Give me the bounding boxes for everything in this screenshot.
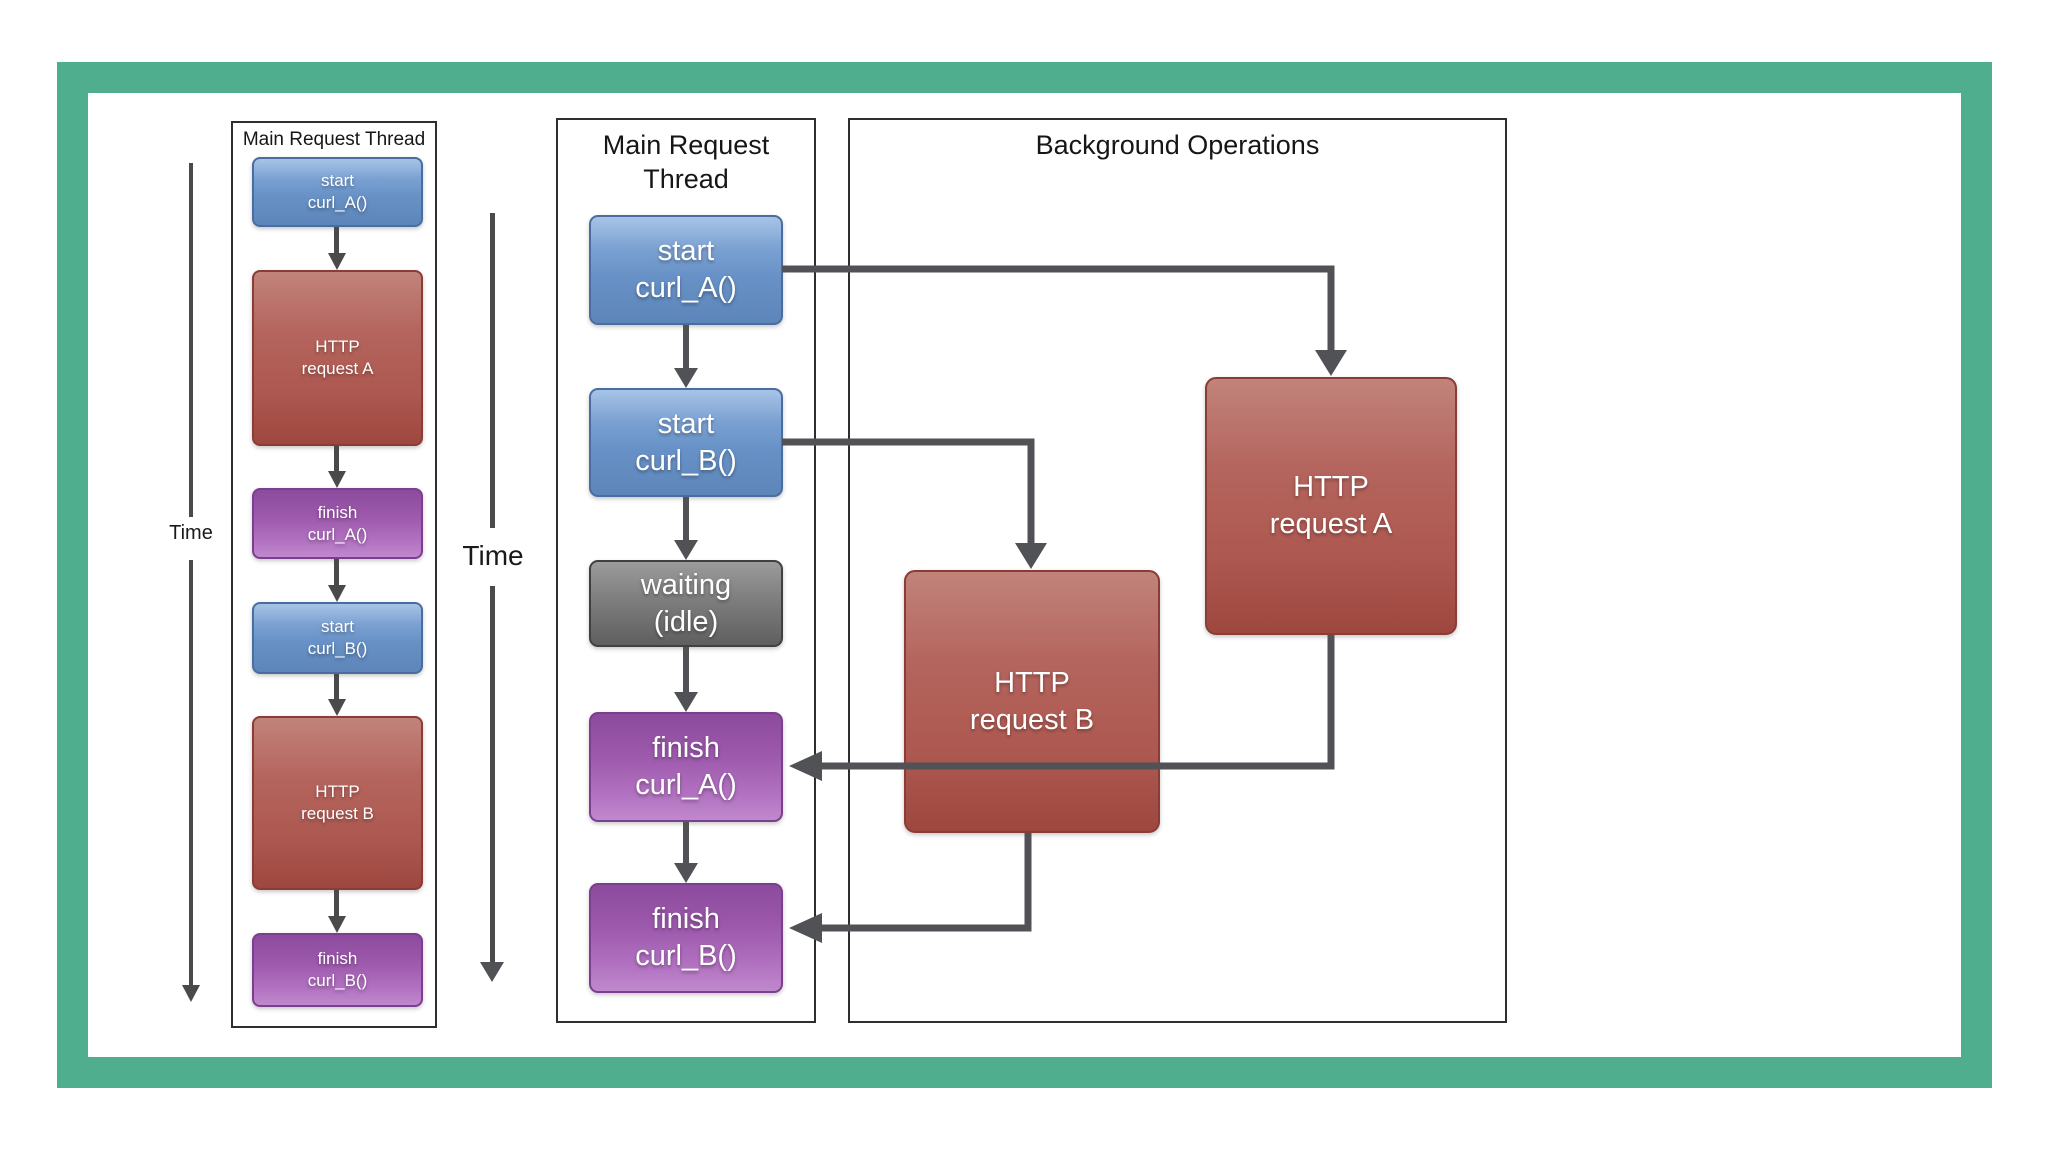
green-border-frame: [57, 62, 1992, 1088]
down-arrowhead-icon: [328, 253, 346, 270]
node-label-line2: request B: [301, 804, 374, 823]
down-arrowhead-icon: [328, 471, 346, 488]
time-axis-middle-arrowhead: [480, 962, 504, 982]
background-node-http-request-a: HTTP request A: [1205, 377, 1457, 635]
node-label-line1: HTTP: [1293, 471, 1369, 503]
node-label-line2: curl_B(): [307, 639, 368, 658]
down-arrow-connector: [683, 647, 689, 693]
sync-node-http-request-a: HTTP request A: [252, 270, 423, 446]
down-arrow-connector: [334, 446, 339, 473]
node-label-line2: curl_B(): [635, 940, 737, 972]
main-thread-title-line2: Thread: [643, 164, 729, 194]
time-axis-middle-line-bottom: [490, 586, 495, 962]
node-label-line1: start: [657, 407, 715, 440]
node-label-line2: curl_A(): [635, 769, 737, 801]
time-axis-left-label: Time: [169, 522, 213, 544]
time-axis-middle-line-top: [490, 213, 495, 528]
down-arrowhead-icon: [328, 699, 346, 716]
time-axis-left-line-bottom: [189, 560, 193, 985]
node-label-line1: finish: [652, 732, 720, 764]
node-label-line2: curl_A(): [635, 272, 737, 304]
node-label-line2: curl_B(): [635, 444, 737, 477]
down-arrow-connector: [683, 325, 689, 369]
down-arrow-connector: [334, 559, 339, 587]
node-label-line2: request B: [969, 703, 1095, 736]
thread-node-finish-curl-b: finish curl_B(): [589, 883, 783, 993]
main-thread-title: Main Request Thread: [558, 120, 814, 196]
node-label-line2: curl_B(): [307, 971, 368, 990]
node-label-line1: waiting: [640, 568, 732, 601]
down-arrowhead-icon: [674, 540, 698, 560]
down-arrow-connector: [683, 497, 689, 541]
down-arrow-connector: [683, 822, 689, 864]
node-label-line1: start: [320, 617, 355, 636]
background-ops-title: Background Operations: [1035, 130, 1320, 160]
sync-node-start-curl-b: start curl_B(): [252, 602, 423, 674]
node-label-line2: curl_A(): [307, 193, 368, 212]
sync-node-finish-curl-a: finish curl_A(): [252, 488, 423, 559]
thread-node-waiting-idle: waiting (idle): [589, 560, 783, 647]
background-node-http-request-b: HTTP request B: [904, 570, 1160, 833]
down-arrowhead-icon: [674, 368, 698, 388]
down-arrowhead-icon: [674, 863, 698, 883]
sync-diagram-title: Main Request Thread: [242, 129, 426, 150]
thread-node-finish-curl-a: finish curl_A(): [589, 712, 783, 822]
node-label-line1: start: [657, 235, 715, 267]
node-label-line2: (idle): [653, 605, 719, 638]
down-arrowhead-icon: [328, 585, 346, 602]
sync-node-finish-curl-b: finish curl_B(): [252, 933, 423, 1007]
time-axis-left-arrowhead: [182, 985, 200, 1002]
node-label-line1: HTTP: [994, 666, 1070, 699]
thread-node-start-curl-a: start curl_A(): [589, 215, 783, 325]
down-arrow-connector: [334, 674, 339, 701]
node-label-line1: finish: [652, 903, 720, 935]
node-label-line1: HTTP: [315, 337, 360, 356]
node-label-line1: finish: [317, 502, 358, 522]
down-arrowhead-icon: [328, 916, 346, 933]
main-thread-title-line1: Main Request: [602, 130, 770, 160]
sync-node-start-curl-a: start curl_A(): [252, 157, 423, 227]
down-arrow-connector: [334, 890, 339, 918]
node-label-line1: start: [320, 171, 355, 190]
down-arrowhead-icon: [674, 692, 698, 712]
time-axis-left-line-top: [189, 163, 193, 517]
down-arrow-connector: [334, 227, 339, 255]
node-label-line2: request A: [301, 359, 374, 378]
node-label-line1: HTTP: [315, 782, 360, 801]
node-label-line1: finish: [317, 949, 358, 968]
node-label-line2: curl_A(): [307, 524, 368, 544]
sync-node-http-request-b: HTTP request B: [252, 716, 423, 890]
thread-node-start-curl-b: start curl_B(): [589, 388, 783, 497]
node-label-line2: request A: [1269, 508, 1393, 540]
time-axis-middle-label: Time: [462, 540, 524, 571]
